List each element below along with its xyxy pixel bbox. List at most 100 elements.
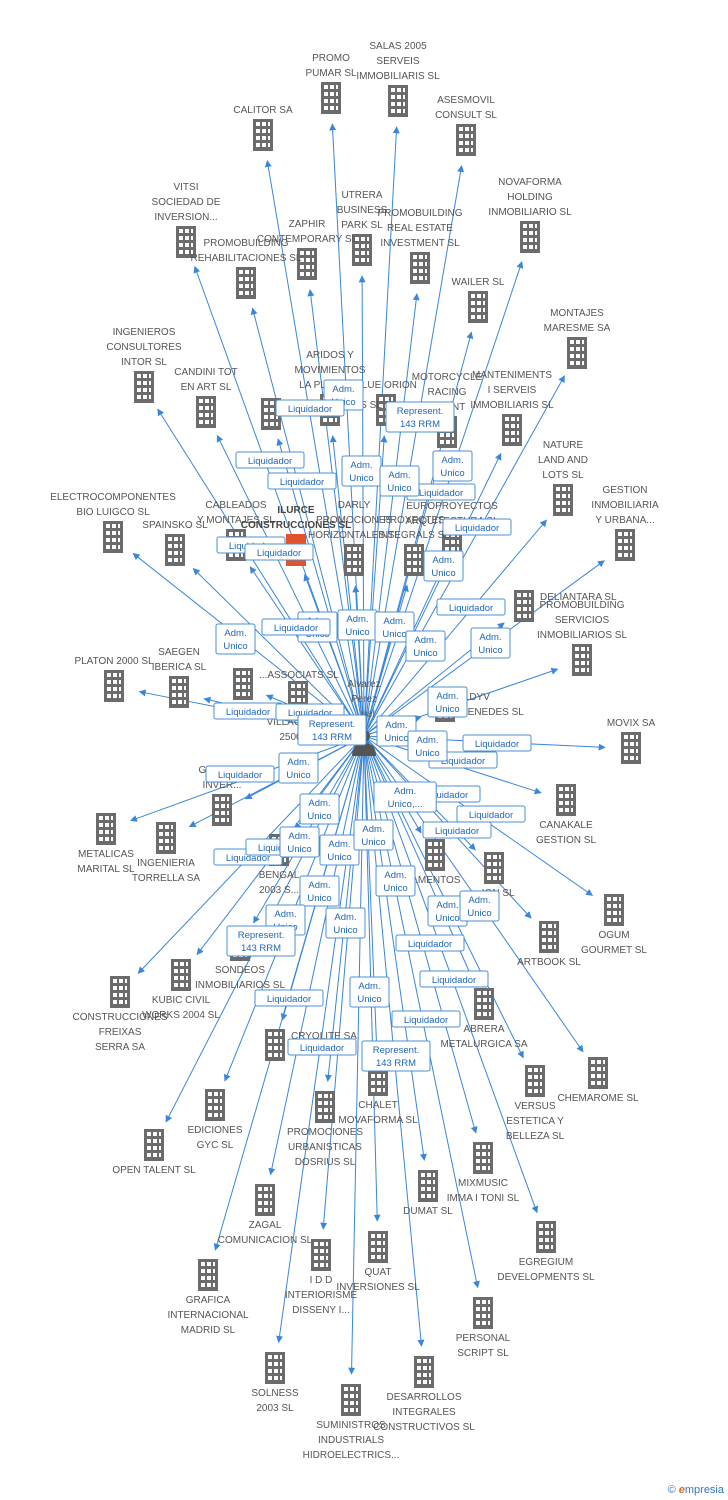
- company-node[interactable]: SPAINSKO SL: [142, 520, 208, 566]
- relation-label[interactable]: Adm.Unico: [279, 826, 320, 858]
- company-node[interactable]: WAILER SL: [452, 277, 505, 323]
- relation-label[interactable]: Adm.Unico: [319, 834, 360, 866]
- company-node[interactable]: CHEMAROME SL: [557, 1057, 639, 1104]
- relation-label[interactable]: Liquidador: [391, 1010, 461, 1028]
- relation-label[interactable]: Liquidador: [462, 734, 532, 752]
- company-node[interactable]: SUMINISTROSINDUSTRIALSHIDROELECTRICS...: [303, 1384, 400, 1461]
- company-node[interactable]: MOVIX SA: [607, 718, 656, 764]
- relation-label[interactable]: Liquidador: [254, 989, 324, 1007]
- relation-label[interactable]: Adm.Unico: [325, 907, 366, 939]
- relation-label[interactable]: Adm.Unico: [427, 686, 468, 718]
- company-node[interactable]: OPEN TALENT SL: [112, 1129, 196, 1176]
- relation-label[interactable]: Adm.Unico: [278, 752, 319, 784]
- company-node[interactable]: DELIANTARA SL: [514, 590, 617, 622]
- company-node[interactable]: CALITOR SA: [233, 105, 293, 151]
- relation-label[interactable]: Adm.Unico: [407, 730, 448, 762]
- company-node[interactable]: BLUE ORION: [355, 380, 417, 426]
- relation-label[interactable]: Adm.Unico: [405, 630, 446, 662]
- relation-label[interactable]: Liquidador: [419, 970, 489, 988]
- relation-label[interactable]: Adm.Unico: [337, 609, 378, 641]
- relation-label[interactable]: Liquidador: [275, 399, 345, 417]
- relation-label[interactable]: Adm.Unico: [470, 627, 511, 659]
- relation-label[interactable]: Liquidador: [261, 618, 331, 636]
- relation-label[interactable]: Liquidador: [395, 934, 465, 952]
- relation-label[interactable]: Liquidador: [235, 451, 305, 469]
- relation-label[interactable]: Adm.Unico,...: [373, 781, 437, 813]
- relation-label[interactable]: Represent.143 RRM: [226, 925, 296, 957]
- relation-label[interactable]: Adm.Unico: [379, 465, 420, 497]
- relation-label[interactable]: Liquidador: [267, 472, 337, 490]
- relation-label[interactable]: Liquidador: [244, 543, 314, 561]
- relation-label[interactable]: Liquidador: [287, 1038, 357, 1056]
- relation-label[interactable]: Adm.Unico: [459, 890, 500, 922]
- relation-label[interactable]: Liquidador: [213, 702, 283, 720]
- relation-label[interactable]: Represent.143 RRM: [385, 401, 455, 433]
- relation-label[interactable]: Adm.Unico: [432, 450, 473, 482]
- relation-label[interactable]: Adm.Unico: [299, 875, 340, 907]
- empresia-brand[interactable]: © empresia: [668, 1484, 724, 1496]
- relation-label[interactable]: Liquidador: [442, 518, 512, 536]
- relation-label[interactable]: Adm.Unico: [375, 865, 416, 897]
- company-node[interactable]: ...MENTOS: [410, 839, 461, 886]
- relation-label[interactable]: Liquidador: [422, 821, 492, 839]
- relation-label[interactable]: Liquidador: [205, 765, 275, 783]
- relation-label[interactable]: Adm.Unico: [299, 793, 340, 825]
- company-node[interactable]: PLATON 2000 SL: [74, 656, 154, 702]
- company-node[interactable]: DUMAT SL: [403, 1170, 453, 1217]
- relation-label[interactable]: Liquidador: [436, 598, 506, 616]
- relation-label[interactable]: Liquidador: [456, 805, 526, 823]
- relation-label[interactable]: Adm.Unico: [376, 715, 417, 747]
- relation-label[interactable]: Adm.Unico: [341, 455, 382, 487]
- relation-label[interactable]: Adm.Unico: [215, 623, 256, 655]
- company-node[interactable]: ...ASSOCIATS SL: [233, 668, 339, 700]
- relation-label[interactable]: Adm.Unico: [374, 611, 415, 643]
- relation-label[interactable]: Adm.Unico: [349, 976, 390, 1008]
- relation-label[interactable]: Adm.Unico: [353, 819, 394, 851]
- company-node[interactable]: CRYOLITE SA: [265, 1029, 357, 1061]
- company-node[interactable]: ARTBOOK SL: [517, 921, 581, 968]
